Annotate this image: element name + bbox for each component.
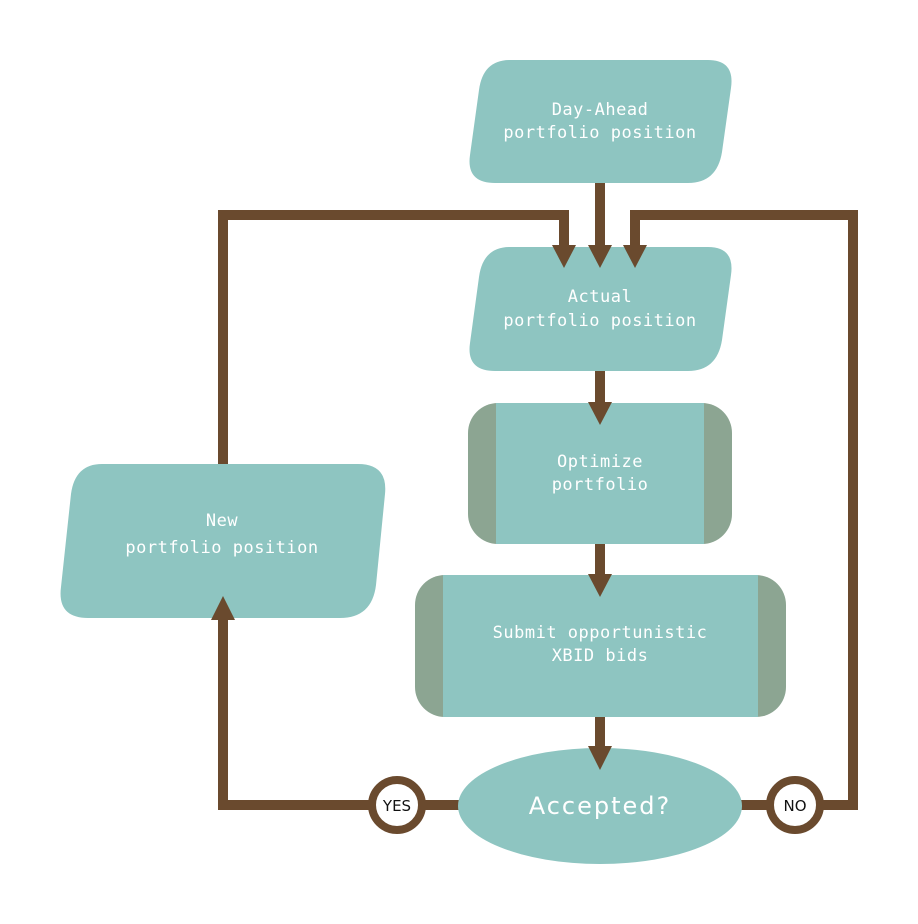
node-accepted-shape	[458, 748, 742, 864]
arrowhead-right-into-actual	[623, 245, 647, 268]
node-actual-line2: portfolio position	[503, 311, 696, 331]
node-submit[interactable]: Submit opportunistic XBID bids	[415, 575, 786, 717]
node-actual-shape	[469, 247, 732, 371]
node-new-position-line1: New	[206, 511, 238, 531]
arrowhead-into-accepted	[588, 746, 612, 770]
node-day-ahead-line1: Day-Ahead	[552, 100, 649, 120]
node-accepted-label: Accepted?	[529, 792, 672, 820]
yes-badge-circle	[368, 776, 426, 834]
node-new-position[interactable]: New portfolio position	[60, 464, 386, 618]
node-day-ahead[interactable]: Day-Ahead portfolio position	[469, 60, 732, 183]
no-badge: NO	[766, 776, 824, 834]
arrowhead-into-optimize	[588, 402, 612, 425]
node-accepted[interactable]: Accepted?	[458, 748, 742, 864]
node-new-position-shape	[60, 464, 386, 618]
node-submit-line2: XBID bids	[552, 646, 649, 666]
node-actual-line1: Actual	[568, 287, 632, 307]
arrowhead-dayahead-into-actual	[588, 245, 612, 268]
arrowhead-into-new-position	[211, 596, 235, 620]
node-day-ahead-shape	[469, 60, 732, 183]
node-submit-line1: Submit opportunistic	[493, 623, 708, 643]
no-badge-label: NO	[783, 797, 806, 815]
arrowhead-into-submit	[588, 574, 612, 597]
yes-badge-label: YES	[382, 797, 411, 815]
node-optimize[interactable]: Optimize portfolio	[468, 403, 732, 544]
edge-new-actual	[218, 210, 569, 465]
node-optimize-line1: Optimize	[557, 452, 643, 472]
arrowhead-left-into-actual	[552, 245, 576, 268]
node-actual[interactable]: Actual portfolio position	[469, 247, 732, 371]
node-day-ahead-line2: portfolio position	[503, 123, 696, 143]
node-new-position-line2: portfolio position	[125, 538, 318, 558]
yes-badge: YES	[368, 776, 426, 834]
node-optimize-line2: portfolio	[552, 475, 649, 495]
node-submit-body	[443, 575, 758, 717]
no-badge-circle	[766, 776, 824, 834]
node-optimize-body	[496, 403, 704, 544]
arrowheads	[211, 245, 647, 770]
